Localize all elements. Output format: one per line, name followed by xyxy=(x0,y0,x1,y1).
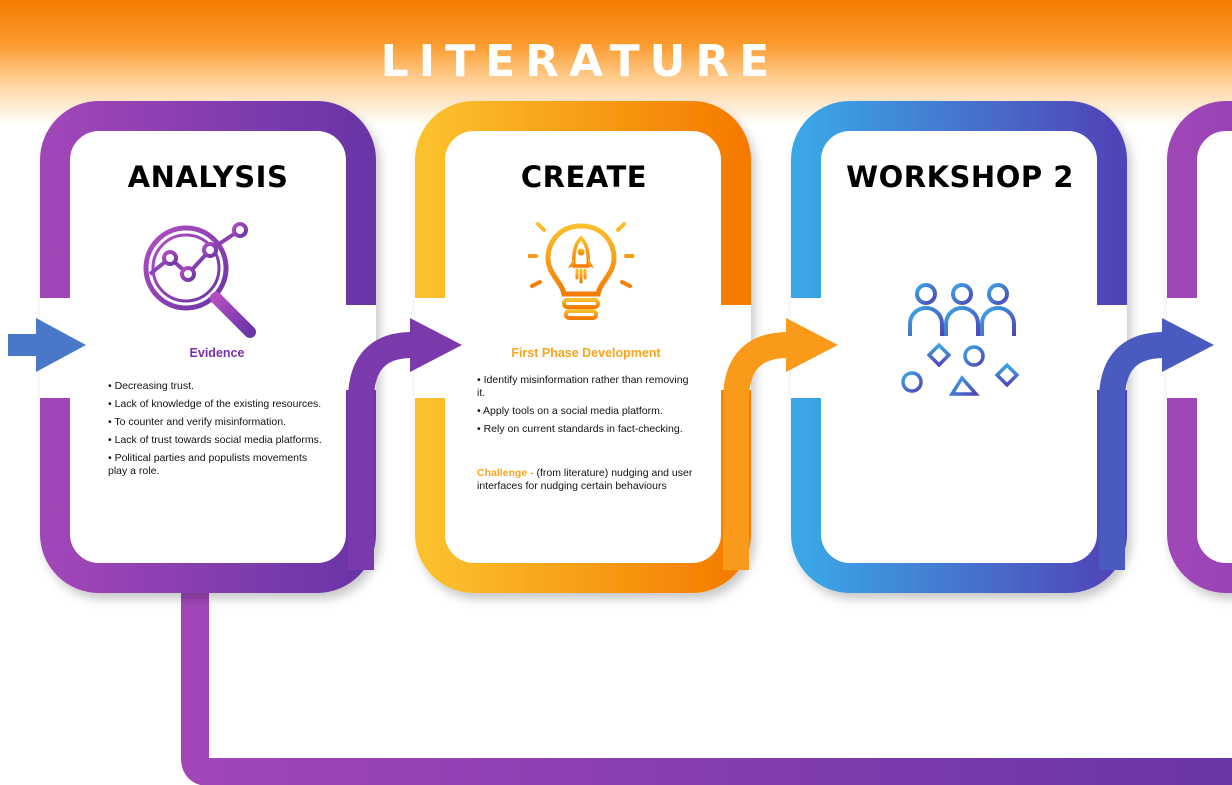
create-title: CREATE xyxy=(520,160,648,194)
connector-arrow-2 xyxy=(723,318,838,570)
analysis-subtitle: Evidence xyxy=(189,346,245,360)
feedback-connector-line xyxy=(181,590,1232,785)
group-people-shapes-icon xyxy=(900,283,1026,396)
connector-arrow-1 xyxy=(348,318,462,570)
analysis-bullet: • Political parties and populists moveme… xyxy=(108,452,308,477)
analytics-magnifier-icon xyxy=(143,222,260,338)
analysis-title: ANALYSIS xyxy=(127,160,289,194)
create-challenge-note: Challenge - (from literature) nudging an… xyxy=(477,467,695,493)
connector-arrow-3 xyxy=(1099,318,1214,570)
create-bullet-list: • Identify misinformation rather than re… xyxy=(477,374,695,441)
analysis-bullet: • Decreasing trust. xyxy=(108,380,194,392)
challenge-label: Challenge - xyxy=(477,467,534,479)
analysis-bullet: • Lack of trust towards social media pla… xyxy=(108,434,322,446)
create-subtitle: First Phase Development xyxy=(511,346,661,360)
analysis-bullet-list: • Decreasing trust. • Lack of knowledge … xyxy=(108,380,323,483)
create-bullet: • Apply tools on a social media platform… xyxy=(477,405,663,417)
create-bullet: • Rely on current standards in fact-chec… xyxy=(477,423,683,435)
analysis-bullet: • Lack of knowledge of the existing reso… xyxy=(108,398,322,410)
entry-arrow xyxy=(8,318,86,372)
challenge-text: (from literature) nudging and user inter… xyxy=(477,467,693,492)
analysis-bullet: • To counter and verify misinformation. xyxy=(108,416,286,428)
rocket-lightbulb-icon xyxy=(528,222,634,324)
banner-title: LITERATURE xyxy=(380,36,780,87)
workshop-title: WORKSHOP 2 xyxy=(846,160,1074,194)
create-bullet: • Identify misinformation rather than re… xyxy=(477,374,689,399)
